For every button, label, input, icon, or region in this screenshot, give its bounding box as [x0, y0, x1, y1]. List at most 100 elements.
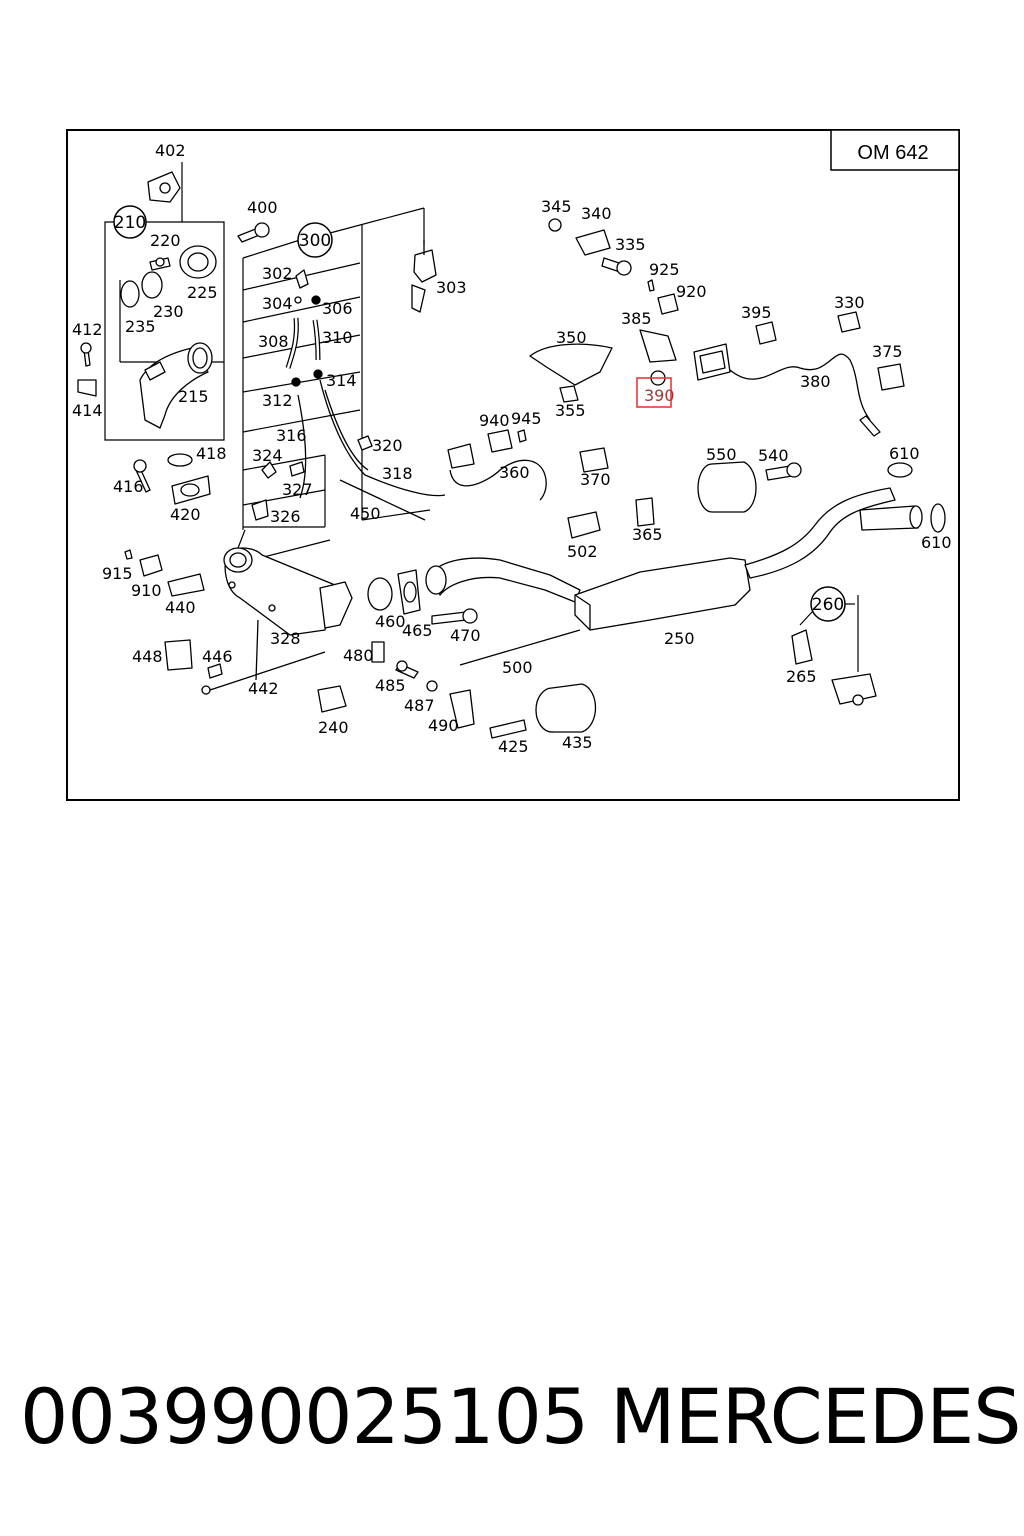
part-330	[837, 311, 861, 333]
part-502	[567, 511, 601, 539]
callout-314: 314	[326, 371, 357, 390]
part-235-ring	[120, 280, 140, 308]
callout-465: 465	[402, 621, 433, 640]
group-label-210: 210	[114, 213, 146, 233]
callout-365: 365	[632, 525, 663, 544]
part-360-sensor	[447, 443, 475, 469]
callout-375: 375	[872, 342, 903, 361]
part-920	[657, 293, 679, 315]
part-448-bracket	[164, 639, 193, 671]
part-380-wire	[729, 353, 871, 421]
callout-500: 500	[502, 658, 533, 677]
group-label-260: 260	[812, 595, 844, 615]
callout-230: 230	[153, 302, 184, 321]
part-442-rod	[209, 651, 326, 691]
callout-485: 485	[375, 676, 406, 695]
callout-435: 435	[562, 733, 593, 752]
part-265-bracket	[791, 629, 813, 665]
part-450-rod	[339, 479, 426, 521]
group-ring-210: 210	[113, 205, 147, 239]
callout-310: 310	[322, 328, 353, 347]
callout-240: 240	[318, 718, 349, 737]
callout-490: 490	[428, 716, 459, 735]
callout-945: 945	[511, 409, 542, 428]
callout-460: 460	[375, 612, 406, 631]
callout-416: 416	[113, 477, 144, 496]
callout-412: 412	[72, 320, 103, 339]
callout-910: 910	[131, 581, 162, 600]
callout-215: 215	[178, 387, 209, 406]
part-500-rod	[459, 629, 581, 666]
callout-390: 390	[644, 386, 675, 405]
exhaust-system-diagram: OM 642 210 300	[66, 129, 960, 801]
callout-250: 250	[664, 629, 695, 648]
callout-940: 940	[479, 411, 510, 430]
part-940	[487, 429, 513, 453]
callout-414: 414	[72, 401, 103, 420]
part-302-sensor	[295, 269, 309, 289]
part-324	[261, 461, 277, 479]
callout-316: 316	[276, 426, 307, 445]
callout-610-top: 610	[889, 444, 920, 463]
callout-925: 925	[649, 260, 680, 279]
highlight-390[interactable]: 390	[636, 377, 675, 408]
part-610-clamp-side	[930, 503, 946, 533]
callout-418: 418	[196, 444, 227, 463]
part-303-valve	[413, 249, 437, 283]
callout-402: 402	[155, 141, 186, 160]
callout-318: 318	[382, 464, 413, 483]
callout-306: 306	[322, 299, 353, 318]
part-460-gasket	[367, 577, 393, 611]
group-ring-300: 300	[297, 222, 333, 258]
callout-225: 225	[187, 283, 218, 302]
part-365	[635, 497, 655, 527]
part-418-ring	[167, 453, 193, 467]
part-385-bracket	[639, 329, 677, 363]
callout-324: 324	[252, 446, 283, 465]
part-487-washer	[426, 680, 438, 692]
callout-360: 360	[499, 463, 530, 482]
engine-label-box: OM 642	[830, 129, 960, 171]
part-327	[289, 461, 305, 477]
engine-label: OM 642	[857, 142, 928, 164]
callout-540: 540	[758, 446, 789, 465]
callout-440: 440	[165, 598, 196, 617]
callout-380: 380	[800, 372, 831, 391]
group-ring-260: 260	[810, 586, 846, 622]
part-915	[124, 549, 133, 560]
part-intermediate-pipe	[429, 557, 581, 603]
callout-265: 265	[786, 667, 817, 686]
part-490-bracket	[449, 689, 475, 729]
callout-915: 915	[102, 564, 133, 583]
callout-328: 328	[270, 629, 301, 648]
part-260-hanger	[831, 673, 877, 705]
callout-395: 395	[741, 303, 772, 322]
callout-220: 220	[150, 231, 181, 250]
part-230-ring	[141, 271, 163, 299]
callout-920: 920	[676, 282, 707, 301]
part-328-rod	[255, 619, 259, 681]
callout-326: 326	[270, 507, 301, 526]
part-375	[877, 363, 905, 391]
callout-550: 550	[706, 445, 737, 464]
callout-385: 385	[621, 309, 652, 328]
part-250-muffler	[574, 557, 751, 631]
part-925	[647, 279, 655, 292]
brand-name: MERCEDES	[610, 1372, 1021, 1461]
part-350-shield	[529, 343, 613, 386]
callout-487: 487	[404, 696, 435, 715]
part-345-nut	[548, 218, 562, 232]
callout-420: 420	[170, 505, 201, 524]
part-425-bolt	[489, 719, 527, 739]
part-240-bracket	[317, 685, 347, 713]
part-480-plate	[371, 641, 385, 663]
part-945	[517, 429, 527, 443]
callout-345: 345	[541, 197, 572, 216]
callout-448: 448	[132, 647, 163, 666]
callout-355: 355	[555, 401, 586, 420]
part-320-nut	[357, 435, 373, 451]
callout-502: 502	[567, 542, 598, 561]
group-label-300: 300	[299, 231, 331, 251]
callout-340: 340	[581, 204, 612, 223]
callout-312: 312	[262, 391, 293, 410]
